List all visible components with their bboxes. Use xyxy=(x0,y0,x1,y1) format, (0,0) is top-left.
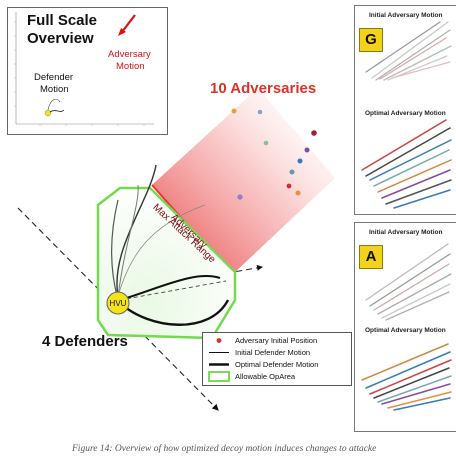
adversary-position xyxy=(295,190,301,196)
overview-title-line2: Overview xyxy=(27,30,94,47)
overview-defender-label-2: Motion xyxy=(40,84,69,95)
legend-label: Adversary Initial Position xyxy=(235,336,318,345)
panel-a-top-title: Initial Adversary Motion xyxy=(369,229,443,236)
adversary-position xyxy=(237,194,243,200)
legend: Adversary Initial Position Initial Defen… xyxy=(202,332,352,386)
overview-adversary-label-1: Adversary xyxy=(108,49,151,60)
adversary-position xyxy=(257,109,263,115)
hvu-label: HVU xyxy=(110,299,127,308)
panel-g-bottom-title: Optimal Adversary Motion xyxy=(365,110,446,117)
adversary-max-attack-range xyxy=(152,88,335,275)
panel-g: Initial Adversary Motion G Optimal Adver… xyxy=(354,5,456,215)
adversary-position xyxy=(304,147,310,153)
legend-item-adversary: Adversary Initial Position xyxy=(203,335,351,346)
defenders-count-label: 4 Defenders xyxy=(42,333,128,350)
marker-dot-icon xyxy=(216,338,222,343)
panel-g-optimal-lines xyxy=(361,119,452,209)
overview-adversary-arrow xyxy=(121,14,136,33)
legend-label: Optimal Defender Motion xyxy=(235,360,319,369)
figure-caption: Figure 14: Overview of how optimized dec… xyxy=(72,444,377,454)
legend-item-optimal-defender: Optimal Defender Motion xyxy=(203,359,351,370)
panel-g-badge: G xyxy=(359,28,383,52)
adversary-position xyxy=(286,183,292,189)
adversary-positions xyxy=(231,108,317,200)
adversary-position xyxy=(263,140,269,146)
legend-label: Initial Defender Motion xyxy=(235,348,311,357)
panel-a: Initial Adversary Motion A Optimal Adver… xyxy=(354,222,456,432)
adversary-position xyxy=(311,130,317,136)
adversary-position xyxy=(231,108,237,114)
panel-g-initial-lines xyxy=(365,21,452,81)
initial-defender-motion-1 xyxy=(117,184,139,298)
initial-defender-motion-2 xyxy=(119,280,227,301)
legend-item-oparea: Allowable OpArea xyxy=(203,371,351,382)
hvu-marker xyxy=(106,291,130,315)
overview-inset-chart xyxy=(14,12,154,126)
legend-item-initial-defender: Initial Defender Motion xyxy=(203,347,351,358)
thick-line-icon xyxy=(209,363,229,366)
adversary-position xyxy=(297,158,303,164)
adversaries-count-label: 10 Adversaries xyxy=(210,80,317,97)
overview-defender-label-1: Defender xyxy=(34,72,74,83)
overview-adversary-label-2: Motion xyxy=(116,61,145,72)
overview-title-line1: Full Scale xyxy=(27,12,98,29)
green-box-icon xyxy=(208,371,230,382)
overview-inset: Full Scale Overview Adversary Motion Def… xyxy=(7,7,168,135)
panel-g-top-title: Initial Adversary Motion xyxy=(369,12,443,19)
panel-a-optimal-lines xyxy=(361,343,452,411)
optimal-defender-motion-1 xyxy=(119,299,230,326)
panel-a-initial-lines xyxy=(365,243,452,321)
initial-defender-motion-3 xyxy=(117,204,206,297)
panel-a-badge: A xyxy=(359,245,383,269)
panel-a-bottom-title: Optimal Adversary Motion xyxy=(365,327,446,334)
thin-line-icon xyxy=(209,352,229,353)
optimal-defender-motion-2 xyxy=(119,275,221,301)
legend-label: Allowable OpArea xyxy=(235,372,296,381)
adversary-position xyxy=(289,169,295,175)
optimal-defender-motion-4 xyxy=(111,199,119,297)
